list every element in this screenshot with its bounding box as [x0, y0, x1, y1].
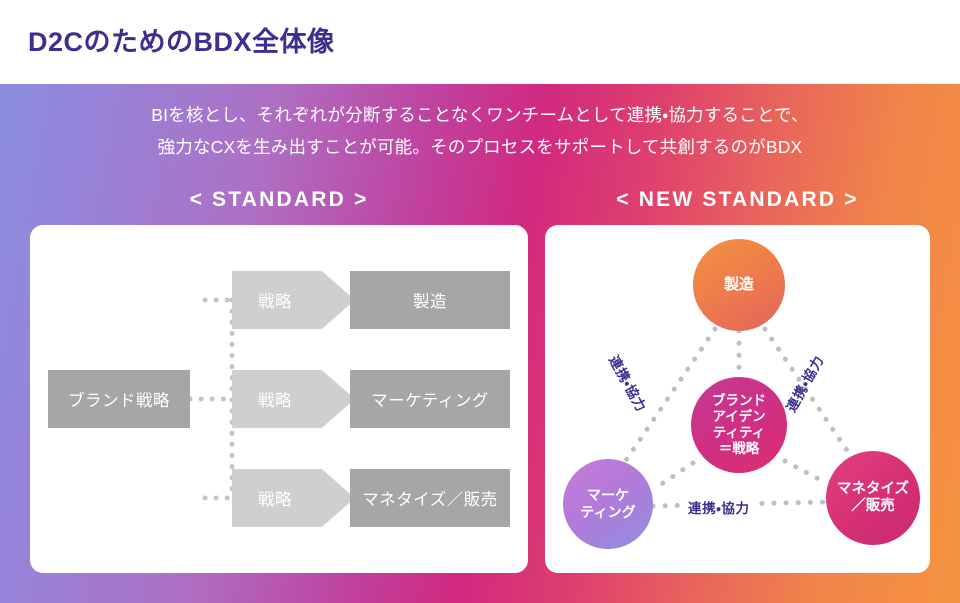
node-marketing[interactable]: マーケティング	[350, 370, 510, 428]
card-new-standard: 製造 マーケ ティング マネタイズ ／販売 ブランド アイデン ティティ ＝戦略…	[545, 225, 930, 573]
section-heading-standard: < STANDARD >	[189, 188, 369, 211]
edge-label-right: 連携・協力	[783, 353, 827, 415]
lead-copy-line-1: BIを核とし、それぞれが分断することなくワンチームとして連携・協力することで、	[151, 105, 809, 125]
arrow-strategy-monetize[interactable]: 戦略	[232, 469, 355, 527]
bubble-manufacturing[interactable]: 製造	[693, 239, 785, 331]
bubble-brand-identity[interactable]: ブランド アイデン ティティ ＝戦略	[691, 377, 787, 473]
lead-copy: BIを核とし、それぞれが分断することなくワンチームとして連携・協力することで、 …	[0, 99, 960, 163]
bubble-monetize-sales[interactable]: マネタイズ ／販売	[826, 451, 920, 545]
bubble-manufacturing-line-1: 製造	[723, 276, 754, 294]
node-manufacturing[interactable]: 製造	[350, 271, 510, 329]
card-standard: ブランド戦略 戦略 製造 戦略 マーケティング 戦略 マネタイズ／販売	[30, 225, 528, 573]
bubble-marketing-line-2: ティング	[580, 504, 636, 520]
edge-label-left: 連携・協力	[605, 353, 649, 415]
title-bar: D2CのためのBDX全体像	[0, 0, 960, 84]
bubble-identity-line-3: ティティ	[712, 425, 766, 440]
section-heading-new-standard: < NEW STANDARD >	[616, 188, 859, 211]
standard-flow-diagram: ブランド戦略 戦略 製造 戦略 マーケティング 戦略 マネタイズ／販売	[30, 225, 528, 573]
edge-label-bottom: 連携・協力	[681, 497, 757, 517]
new-standard-triangle-diagram: 製造 マーケ ティング マネタイズ ／販売 ブランド アイデン ティティ ＝戦略…	[545, 225, 930, 573]
arrow-strategy-manufacturing[interactable]: 戦略	[232, 271, 355, 329]
node-monetize-sales[interactable]: マネタイズ／販売	[350, 469, 510, 527]
bubble-marketing[interactable]: マーケ ティング	[563, 459, 653, 549]
node-brand-strategy[interactable]: ブランド戦略	[48, 370, 190, 428]
bubble-monetize-line-1: マネタイズ	[836, 480, 910, 497]
bubble-identity-line-1: ブランド	[712, 393, 766, 409]
bubble-monetize-line-2: ／販売	[851, 498, 895, 514]
lead-copy-line-2: 強力なCXを生み出すことが可能。そのプロセスをサポートして共創するのがBDX	[157, 137, 803, 157]
bubble-identity-line-2: アイデン	[712, 409, 766, 425]
bubble-identity-line-4: ＝戦略	[718, 440, 760, 456]
bubble-marketing-line-1: マーケ	[587, 487, 629, 504]
arrow-strategy-marketing[interactable]: 戦略	[232, 370, 355, 428]
page-title: D2CのためのBDX全体像	[28, 27, 335, 57]
